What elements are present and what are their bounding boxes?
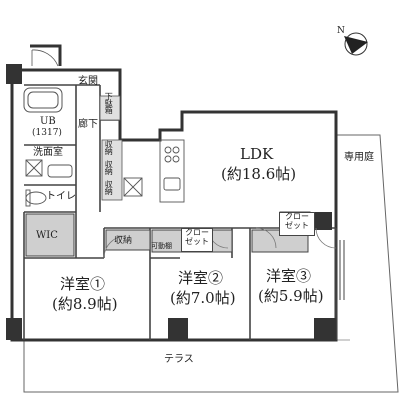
washroom-fixtures	[25, 159, 73, 207]
ldk-label: LDK	[240, 145, 274, 163]
yoshitsu2-label: 洋室②	[178, 269, 224, 287]
genkan-label: 玄関	[78, 76, 98, 87]
closet-3-box: クロー ゼット	[279, 212, 315, 236]
wic-label: WIC	[36, 230, 58, 241]
storage-small-2-label: 収納	[104, 160, 114, 174]
shuno-label: 収納	[114, 236, 133, 246]
ub-size-label: (1317)	[32, 128, 62, 138]
toilet-label: トイレ	[46, 191, 76, 202]
shitabako-label: 下駄箱	[104, 92, 114, 113]
yoshitsu1-size-label: (約8.9帖)	[52, 295, 118, 313]
entrance-door	[31, 49, 59, 67]
door-arcs	[103, 227, 337, 259]
pillars	[6, 64, 336, 340]
rouka-label: 廊下	[78, 119, 98, 130]
terrace-label: テラス	[164, 354, 194, 365]
ub-label: UB	[40, 116, 56, 127]
corridor-storage	[99, 95, 123, 201]
senyoniwa-label: 専用庭	[344, 152, 374, 163]
closet-2-box: クロー ゼット	[181, 228, 213, 252]
yoshitsu1-label: 洋室①	[60, 275, 106, 293]
north-arrow-icon	[344, 32, 368, 56]
window-marks	[339, 240, 345, 300]
terrace-outline	[23, 134, 399, 393]
closet-3-label: クロー ゼット	[285, 212, 309, 230]
closet-2-label: クロー ゼット	[185, 228, 209, 246]
yoshitsu3-label: 洋室③	[266, 267, 312, 285]
kadodana-label: 可動棚	[151, 242, 172, 250]
senmenshitsu-label: 洗面室	[33, 147, 63, 158]
storage-small-1-label: 収納	[104, 140, 114, 154]
storage-small-3-label: 収納	[104, 180, 114, 194]
kitchen-fixtures	[123, 139, 185, 203]
bathtub-fixture	[23, 87, 63, 113]
north-label: N	[337, 26, 345, 36]
yoshitsu3-size-label: (約5.9帖)	[258, 287, 324, 305]
ldk-size-label: (約18.6帖)	[221, 165, 297, 183]
yoshitsu2-size-label: (約7.0帖)	[170, 289, 236, 307]
